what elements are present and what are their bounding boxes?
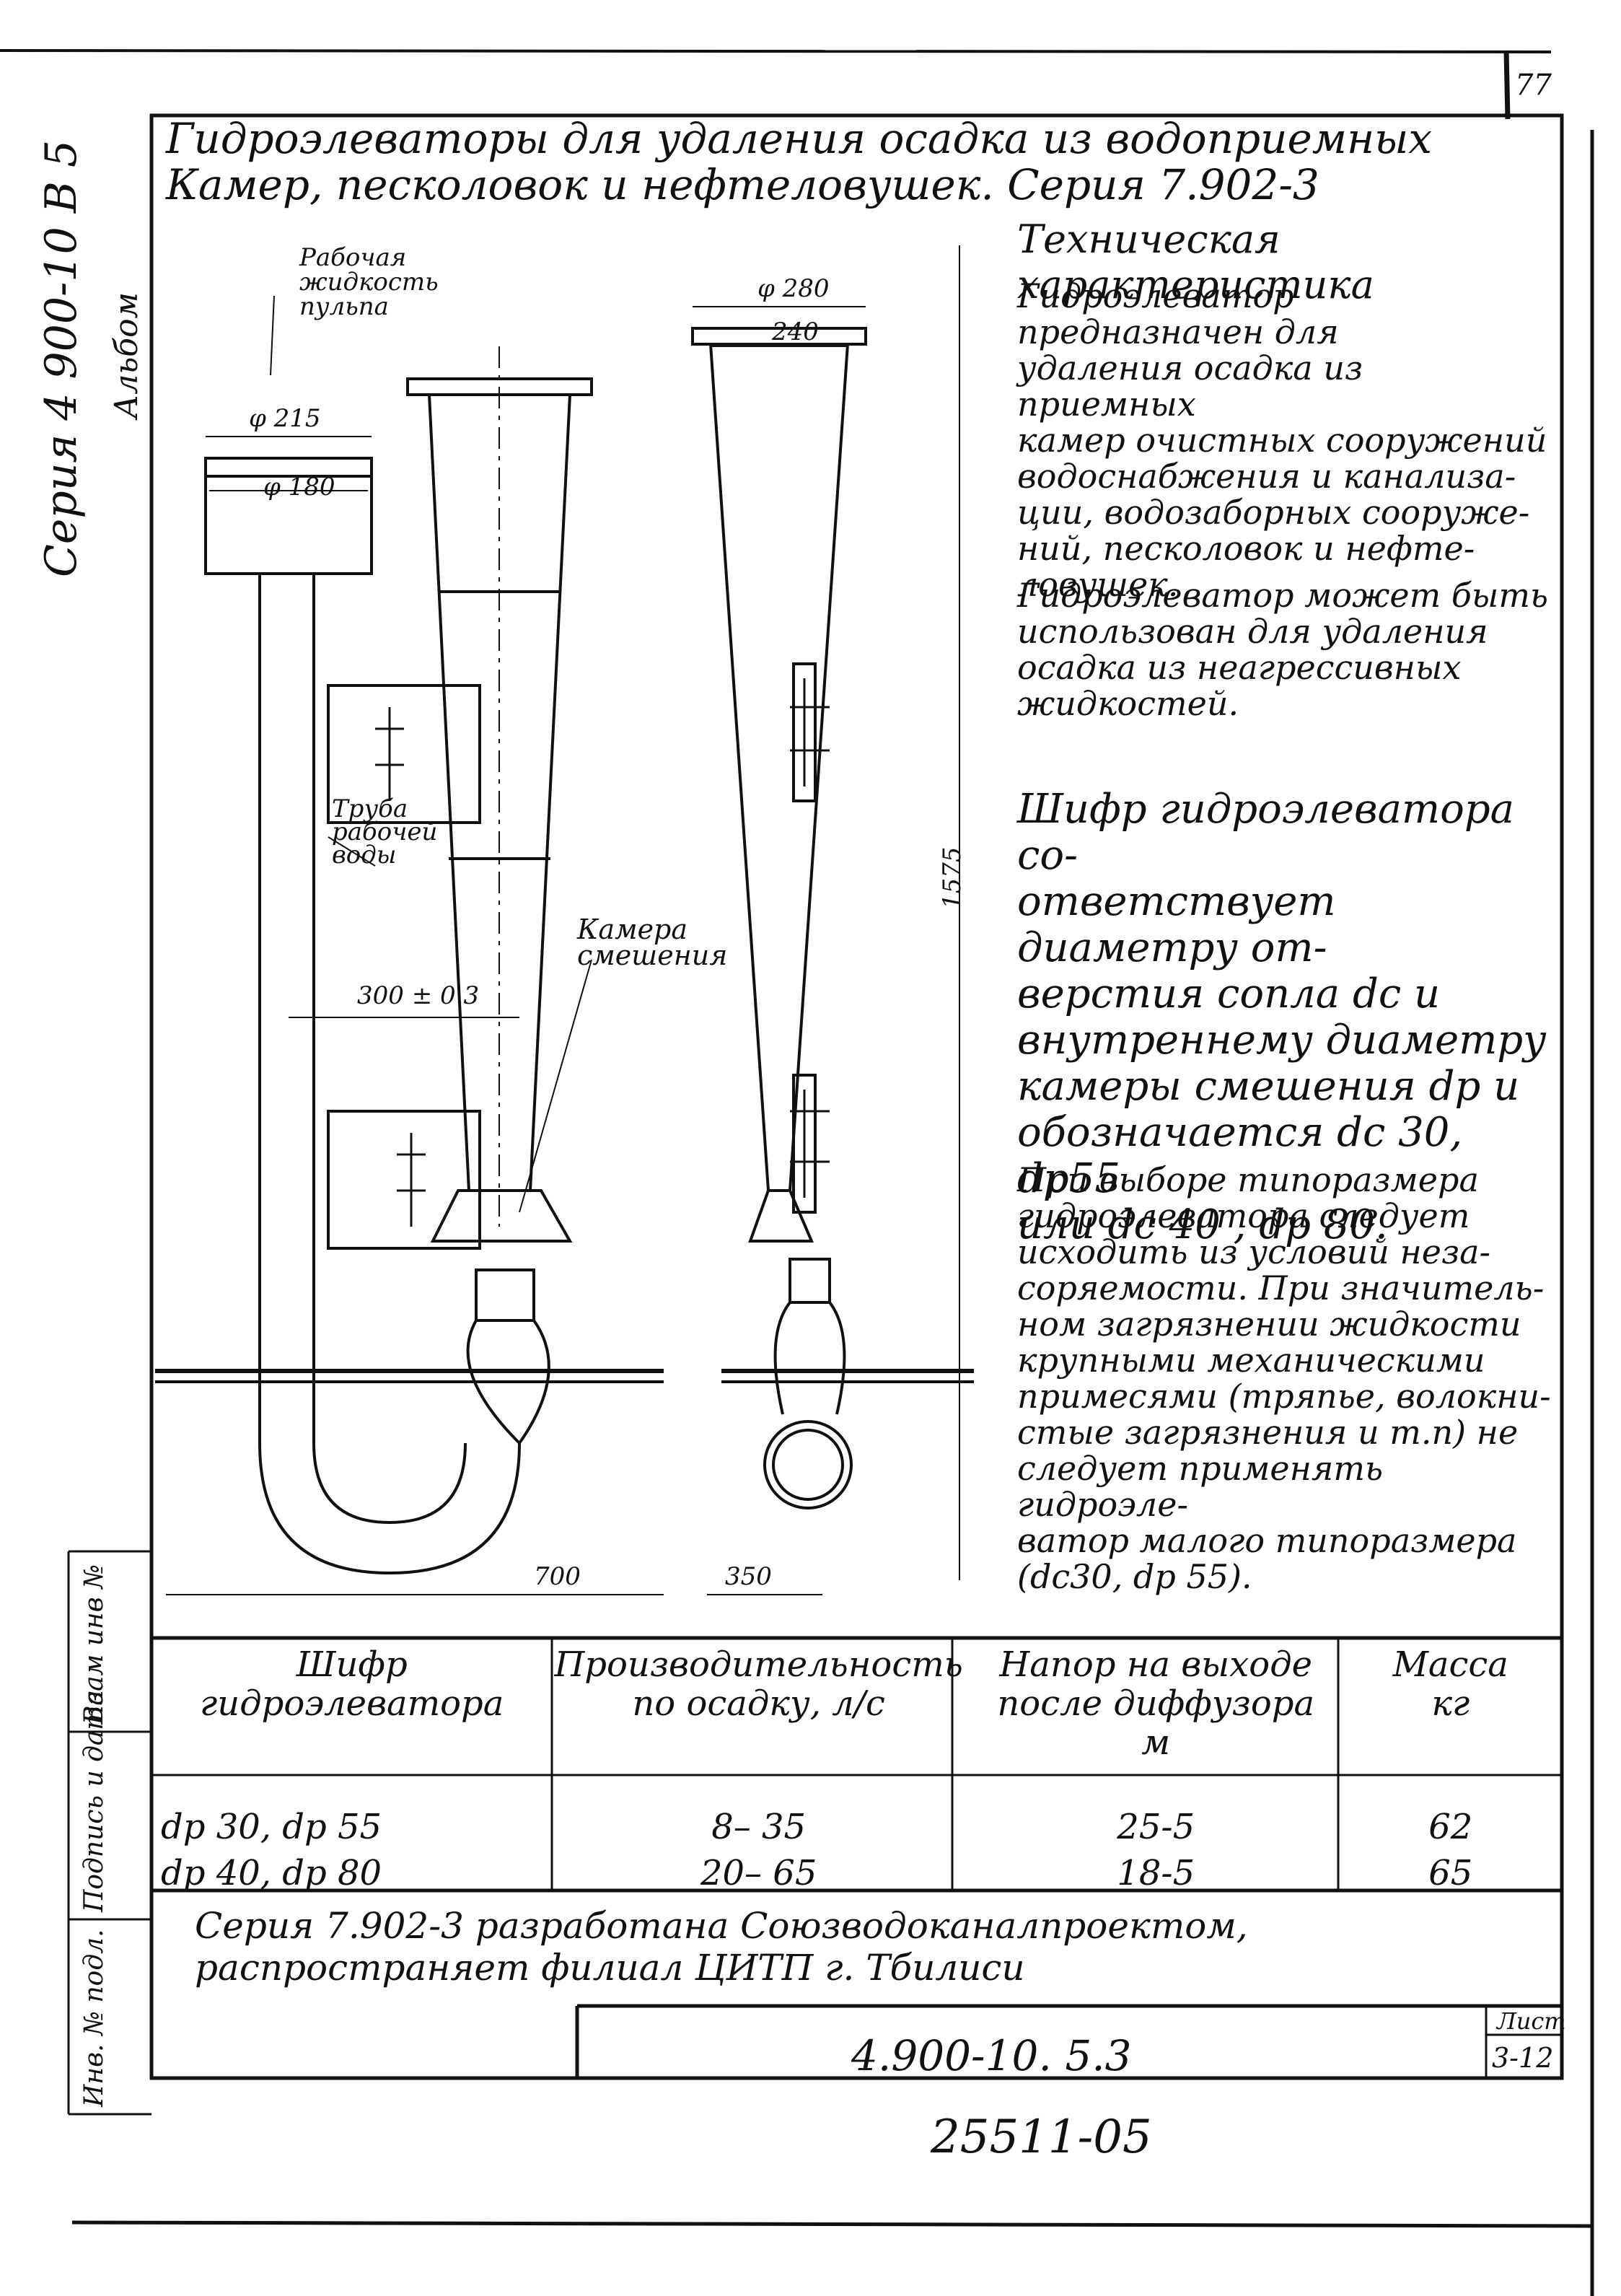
tech-paragraph-4: При выборе типоразмера гидроэлеватора сл…	[1017, 1160, 1551, 1596]
tech-paragraph-2: Гидроэлеватор может быть использован для…	[1017, 576, 1549, 723]
footer-handwritten-number: 25511-05	[931, 2111, 1152, 2164]
spec-table: Шифр гидроэлеватора Производительность п…	[155, 1638, 1558, 1900]
cell-mass: 62	[1428, 1807, 1473, 1847]
cell-capacity: 8– 35	[711, 1807, 807, 1847]
dim-240: 240	[772, 317, 819, 346]
dim-350: 350	[725, 1562, 772, 1591]
dim-280: φ 280	[757, 274, 830, 303]
series-note: Серия 7.902-3 разработана Союзводоканалп…	[195, 1905, 1248, 1989]
dim-180: φ 180	[263, 473, 335, 501]
cell-head: 25-5	[1117, 1807, 1195, 1847]
label-working-fluid: Рабочая жидкость пульпа	[299, 243, 439, 321]
stamp-inv-original: Инв. № подл.	[79, 1929, 109, 2108]
table-row: dp 40, dp 80 20– 65 18-5 65	[155, 1854, 1558, 1900]
col-header-mass: Масса кг	[1392, 1644, 1508, 1724]
table-header-row: Шифр гидроэлеватора Производительность п…	[155, 1638, 1558, 1775]
tech-paragraph-1: Гидроэлеватор предназначен для удаления …	[1017, 276, 1547, 604]
cell-mass: 65	[1428, 1853, 1473, 1893]
label-working-water-pipe: Труба рабочей воды	[332, 794, 438, 869]
stamp-signature-date: Подпись и дата	[79, 1690, 109, 1912]
cell-capacity: 20– 65	[700, 1853, 817, 1893]
col-header-code: Шифр гидроэлеватора	[200, 1644, 504, 1724]
dim-215: φ 215	[249, 404, 321, 433]
sheet-number: 3-12	[1492, 2042, 1554, 2074]
dim-700: 700	[534, 1562, 581, 1591]
page-number: 77	[1515, 69, 1552, 102]
cell-code: dp 40, dp 80	[161, 1853, 382, 1893]
tech-paragraph-3: Шифр гидроэлеватора со- ответствует диам…	[1017, 786, 1547, 1248]
col-header-capacity: Производительность по осадку, л/с	[554, 1644, 963, 1724]
table-row: dp 30, dp 55 8– 35 25-5 62	[155, 1775, 1558, 1854]
label-mixing-chamber: Камера смешения	[577, 913, 728, 971]
sheet-label: Лист	[1497, 2007, 1566, 2035]
tech-heading: Техническая характеристика	[1017, 216, 1374, 307]
dim-300: 300 ± 0.3	[357, 981, 480, 1010]
dim-1575: 1575	[938, 846, 967, 909]
col-header-head: Напор на выходе после диффузора м	[997, 1644, 1315, 1763]
cell-head: 18-5	[1117, 1853, 1195, 1893]
document-number: 4.900-10. 5.3	[851, 2031, 1132, 2080]
page-title: Гидроэлеваторы для удаления осадка из во…	[166, 114, 1433, 209]
cell-code: dp 30, dp 55	[161, 1807, 382, 1847]
